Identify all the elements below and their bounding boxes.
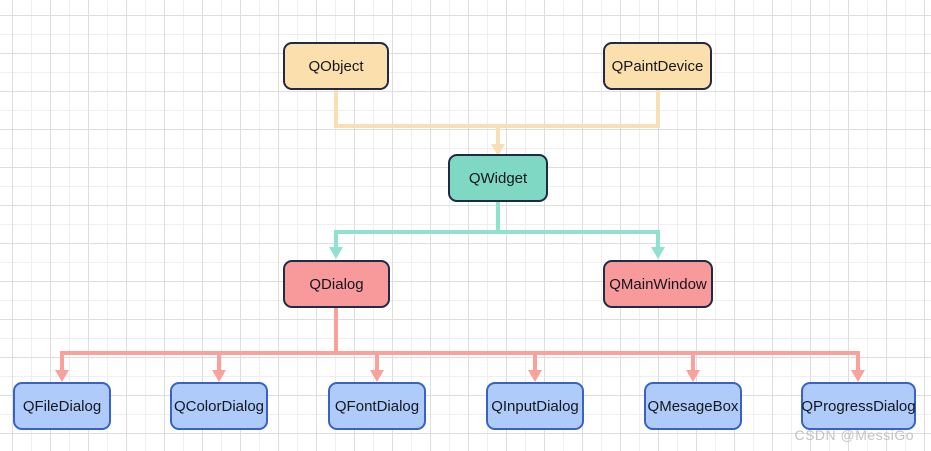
node-qmesagebox-label: QMesageBox — [647, 397, 739, 415]
arrowhead-qfiledialog-icon — [55, 370, 69, 382]
node-qmainwindow[interactable]: QMainWindow — [603, 260, 713, 308]
node-qobject[interactable]: QObject — [283, 42, 389, 90]
edge-line-red-drops — [217, 353, 695, 371]
node-qfontdialog-label: QFontDialog — [334, 397, 420, 415]
node-qwidget-label: QWidget — [468, 169, 528, 187]
node-qpaintdevice-label: QPaintDevice — [611, 57, 704, 75]
edge-line-red-branch — [60, 351, 860, 371]
arrowhead-qcolordialog-icon — [212, 370, 226, 382]
node-qpaintdevice[interactable]: QPaintDevice — [603, 42, 712, 90]
arrowhead-qmesagebox-icon — [686, 370, 700, 382]
node-qobject-label: QObject — [308, 57, 364, 75]
arrowhead-qmainwindow-icon — [651, 247, 665, 259]
edge-qwidget-to-children — [329, 202, 665, 259]
edge-line-orange-top — [334, 90, 660, 128]
watermark: CSDN @MessiGo — [794, 427, 914, 443]
edge-qobject-qpaintdevice-to-qwidget — [334, 90, 660, 156]
arrowhead-qfontdialog-icon — [370, 370, 384, 382]
node-qfontdialog[interactable]: QFontDialog — [328, 382, 426, 430]
edge-qdialog-to-children — [55, 308, 865, 382]
node-qwidget[interactable]: QWidget — [448, 154, 548, 202]
node-qdialog-label: QDialog — [309, 275, 364, 293]
node-qmesagebox[interactable]: QMesageBox — [644, 382, 742, 430]
arrowhead-qprogressdialog-icon — [851, 370, 865, 382]
node-qdialog[interactable]: QDialog — [283, 260, 390, 308]
node-qinputdialog-label: QInputDialog — [491, 397, 579, 415]
arrowhead-qinputdialog-icon — [528, 370, 542, 382]
node-qcolordialog[interactable]: QColorDialog — [170, 382, 268, 430]
edge-line-teal-branch — [334, 230, 660, 249]
arrowhead-qdialog-icon — [329, 247, 343, 259]
node-qfiledialog-label: QFileDialog — [22, 397, 102, 415]
node-qprogressdialog-label: QProgressDialog — [801, 397, 916, 415]
node-qcolordialog-label: QColorDialog — [173, 397, 265, 415]
node-qprogressdialog[interactable]: QProgressDialog — [801, 382, 916, 430]
node-qmainwindow-label: QMainWindow — [609, 275, 707, 293]
node-qinputdialog[interactable]: QInputDialog — [486, 382, 584, 430]
node-qfiledialog[interactable]: QFileDialog — [13, 382, 111, 430]
